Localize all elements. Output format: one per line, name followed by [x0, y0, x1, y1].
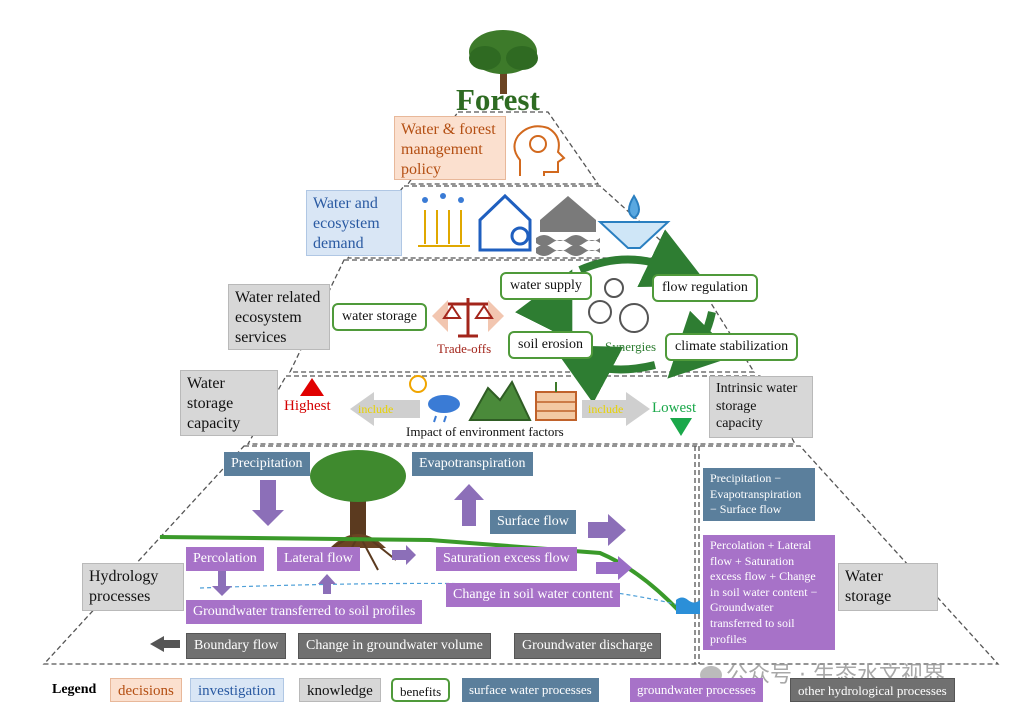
brain-head-icon: [513, 125, 566, 176]
ground-line: [159, 535, 682, 614]
legend-groundwater: groundwater processes: [630, 678, 763, 702]
boundary-flow-arrow: [150, 636, 180, 652]
legend-benefits: benefits: [391, 678, 451, 702]
lateral-flow-arrow: [392, 545, 416, 565]
groundwater-discharge-box: Groundwater discharge: [514, 633, 661, 659]
impact-label: Impact of environment factors: [406, 424, 564, 439]
percolation-arrow: [212, 570, 232, 596]
precipitation-arrow: [252, 480, 284, 526]
surface-flow-box: Surface flow: [490, 510, 576, 534]
include-arrow-left: [350, 392, 420, 426]
water-storage-benefit: water storage: [332, 303, 428, 331]
terrain-icon: [468, 379, 532, 421]
legend-decisions: decisions: [110, 678, 182, 702]
trade-offs-label: Trade-offs: [437, 341, 492, 356]
include-right-label: include: [588, 402, 624, 416]
groundwater-line: [199, 582, 691, 609]
water-supply-benefit: water supply: [500, 272, 592, 300]
soil-profile-icon: [535, 382, 577, 421]
percolation-box: Percolation: [186, 547, 264, 571]
page-title: Forest: [456, 82, 540, 117]
lowest-label: Lowest: [652, 400, 697, 416]
tree-icon: [469, 30, 538, 94]
surface-flow-arrow: [588, 514, 626, 546]
highest-label: Highest: [284, 398, 331, 414]
groundwater-transferred-box: Groundwater transferred to soil profiles: [186, 600, 423, 624]
capacity-box: Water storage capacity: [180, 370, 278, 436]
legend-label: Legend: [52, 682, 97, 697]
groundwater-equation-box: Percolation + Lateral flow + Saturation …: [703, 535, 835, 651]
include-arrow-right: [582, 392, 650, 426]
synergies-label: Synergies: [605, 339, 657, 354]
legend-surface: surface water processes: [462, 678, 599, 702]
water-storage-box: Water storage: [838, 563, 938, 611]
legend-knowledge: knowledge: [299, 678, 381, 702]
boundary-flow-box: Boundary flow: [186, 633, 287, 659]
lowest-triangle: [670, 418, 692, 436]
change-groundwater-box: Change in groundwater volume: [298, 633, 491, 659]
evapotranspiration-arrow: [454, 484, 484, 526]
water-aquifer-icon: [597, 194, 671, 249]
include-left-label: include: [358, 402, 394, 416]
balance-scale-icon: [432, 298, 504, 338]
highest-triangle: [300, 378, 324, 396]
legend-investigation: investigation: [190, 678, 284, 702]
surface-equation-box: Precipitation − Evapotranspiration − Sur…: [703, 468, 815, 521]
flood-house-icon: [536, 196, 600, 256]
legend-other: other hydrological processes: [790, 678, 955, 702]
gears-icon: [588, 278, 649, 333]
evapotranspiration-box: Evapotranspiration: [412, 452, 533, 476]
hydrology-box: Hydrology processes: [82, 563, 184, 611]
gw-transfer-arrow: [318, 574, 336, 594]
precipitation-box: Precipitation: [224, 452, 310, 476]
house-water-icon: [478, 193, 532, 252]
services-box: Water related ecosystem services: [228, 284, 330, 350]
flow-regulation-benefit: flow regulation: [652, 274, 758, 302]
intrinsic-capacity-box: Intrinsic water storage capacity: [709, 376, 813, 438]
lateral-flow-box: Lateral flow: [277, 547, 360, 571]
climate-stabilization-benefit: climate stabilization: [665, 333, 799, 361]
policy-box: Water & forest management policy: [394, 116, 506, 180]
soil-erosion-benefit: soil erosion: [508, 331, 593, 359]
outlet-water-icon: [676, 597, 700, 614]
saturation-excess-flow-box: Saturation excess flow: [436, 547, 577, 571]
wheat-irrigation-icon: [418, 193, 470, 247]
change-soil-water-box: Change in soil water content: [446, 583, 621, 607]
demand-box: Water and ecosystem demand: [306, 190, 402, 256]
saturation-arrow: [596, 556, 632, 580]
sun-rain-icon: [409, 375, 460, 423]
